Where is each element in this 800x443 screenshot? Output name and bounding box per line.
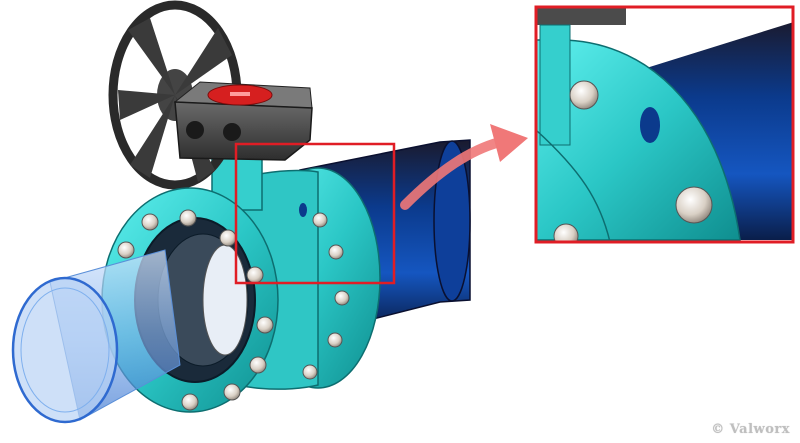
bolt-icon — [302, 364, 318, 380]
front-flange-bolts — [117, 209, 274, 411]
gearbox-icon — [173, 81, 313, 161]
callout-source-frame — [234, 142, 396, 285]
bolt-icon — [256, 316, 274, 334]
bolt-icon — [675, 186, 713, 224]
bolt-icon — [219, 229, 237, 247]
zoom-detail-panel — [534, 5, 795, 244]
watermark-text: © Valworx — [711, 422, 790, 437]
bolt-icon — [249, 356, 267, 374]
callout-arrow-icon — [400, 124, 528, 210]
bolt-icon — [312, 212, 328, 228]
bolt-icon — [334, 290, 350, 306]
bolt-icon — [117, 241, 135, 259]
bolt-icon — [246, 266, 264, 284]
bolt-icon — [181, 393, 199, 411]
rear-flange-bolts — [299, 203, 350, 380]
bolt-icon — [553, 223, 579, 242]
bolt-icon — [223, 383, 241, 401]
bolt-icon — [569, 80, 599, 110]
bolt-icon — [327, 332, 343, 348]
bolt-icon — [141, 213, 159, 231]
bolt-icon — [328, 244, 344, 260]
inlet-pipe-transparent — [11, 249, 181, 424]
bolt-icon — [179, 209, 197, 227]
